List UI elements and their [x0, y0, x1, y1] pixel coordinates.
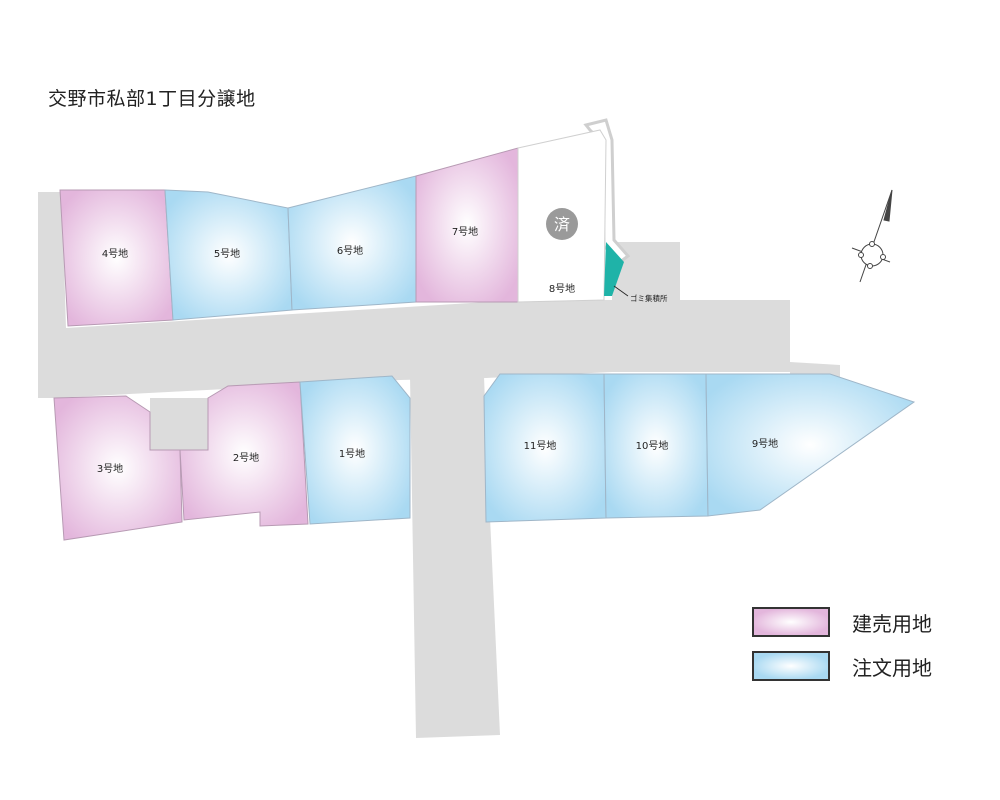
lot-9-label: 9号地: [752, 437, 778, 450]
legend-chumon-swatch: [752, 651, 830, 681]
lot-9[interactable]: [705, 373, 916, 517]
legend-chumon: 注文用地: [752, 651, 932, 681]
legend-kenuri: 建売用地: [752, 607, 932, 637]
garbage-area[interactable]: [604, 242, 624, 296]
lot-7[interactable]: [415, 147, 519, 303]
legend-kenuri-swatch: [752, 607, 830, 637]
lot-2-label: 2号地: [233, 451, 259, 464]
road-cul-de-sac: [150, 398, 208, 450]
lot-1-label: 1号地: [339, 447, 365, 460]
sold-mark-circle: [546, 208, 578, 240]
lot-4-label: 4号地: [102, 247, 128, 260]
lot-7-label: 7号地: [452, 225, 478, 238]
lot-3-label: 3号地: [97, 462, 123, 475]
lot-5-label: 5号地: [214, 247, 240, 260]
lot-1[interactable]: [299, 375, 411, 525]
lot-6-label: 6号地: [337, 244, 363, 257]
lot-3[interactable]: [53, 395, 183, 541]
lot-11-label: 11号地: [524, 439, 557, 452]
north-arrow-icon: [851, 189, 893, 283]
lot-6[interactable]: [287, 175, 417, 311]
garbage-leader-line: [613, 285, 629, 297]
lot-11[interactable]: [483, 373, 607, 523]
lot-2[interactable]: [179, 381, 309, 527]
sold-mark: 済: [554, 215, 570, 234]
road-main-horizontal: [38, 192, 790, 398]
legend-kenuri-label: 建売用地: [852, 611, 932, 636]
garbage-label: ゴミ集積所: [630, 293, 668, 303]
road-south-branch: [410, 376, 500, 738]
legend-chumon-label: 注文用地: [852, 655, 932, 680]
lot-8-label: 8号地: [549, 282, 575, 295]
lot-10-label: 10号地: [636, 439, 669, 452]
page-title: 交野市私部1丁目分譲地: [48, 88, 256, 110]
